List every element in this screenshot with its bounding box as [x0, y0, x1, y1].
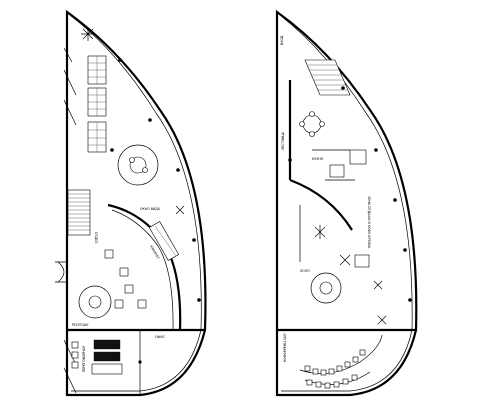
left-windows	[63, 47, 77, 394]
right-plants	[314, 225, 387, 325]
label-right-bottom: КОНФЕРЕНЦ ЗАЛ	[283, 333, 287, 362]
left-desk-cluster-top	[87, 55, 107, 153]
label-window-dept: ОКНО ВИДА	[140, 207, 161, 211]
right-lower-lounge	[310, 272, 342, 304]
left-floor-plan: ОТДЕЛ ОКНО ВИДА КАБИНЕТ ПЕРЕГОВОРНАЯ ОФИ…	[55, 9, 207, 397]
right-auditorium-seating	[299, 334, 383, 389]
right-columns	[288, 86, 412, 302]
label-right-kitchen: КУХНЯ	[312, 157, 323, 161]
right-stair	[304, 59, 351, 96]
left-inner-curve	[107, 203, 182, 331]
right-floor-plan: ВХОД ЛЕСТНИЦА КУХНЯ ЗОНА ОТДЫХА И КОФЕ-Б…	[275, 9, 418, 397]
left-conference-room	[71, 339, 142, 375]
left-meeting-table	[148, 221, 180, 261]
label-lower-right: КАБИНЕТ	[149, 245, 160, 260]
left-round-lounge	[117, 144, 159, 186]
right-outer-wall	[275, 9, 418, 397]
left-columns	[110, 58, 201, 302]
right-round-table	[299, 111, 325, 137]
label-right-lounge: ЗОНА ОТДЫХА И КОФЕ-БРЕЙКА	[367, 196, 372, 249]
label-bottom-side: ОФИС	[155, 335, 166, 339]
label-reception: РЕСЕПШН	[72, 323, 89, 327]
left-lower-lounge	[78, 249, 147, 319]
label-right-top: ВХОД	[280, 35, 284, 45]
label-right-hall: ХОЛЛ	[300, 269, 310, 273]
label-bottom-room: ПЕРЕГОВОРНАЯ	[82, 346, 86, 372]
left-plants	[81, 27, 185, 215]
label-left-dept: ОТДЕЛ	[94, 232, 98, 244]
left-stair	[67, 189, 91, 236]
label-right-stair: ЛЕСТНИЦА	[281, 131, 285, 150]
right-kitchen-tables	[329, 149, 370, 268]
